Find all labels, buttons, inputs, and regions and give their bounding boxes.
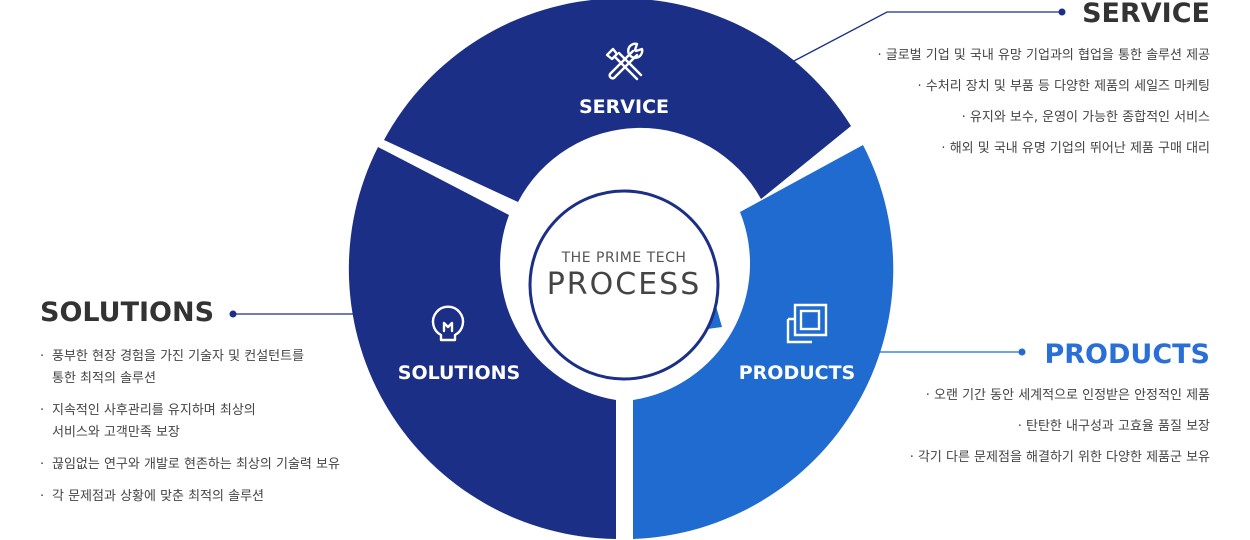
solutions-list: 풍부한 현장 경험을 가진 기술자 및 컨설턴트를 통한 최적의 솔루션 지속적… bbox=[40, 346, 340, 518]
service-list-item: 유지와 보수, 운영이 가능한 종합적인 서비스 bbox=[878, 108, 1210, 128]
service-list-item: 글로벌 기업 및 국내 유망 기업과의 협업을 통한 솔루션 제공 bbox=[878, 46, 1210, 66]
service-connector-dot bbox=[1058, 8, 1066, 16]
service-list-item: 해외 및 국내 유명 기업의 뛰어난 제품 구매 대리 bbox=[878, 139, 1210, 159]
service-heading: SERVICE bbox=[1082, 0, 1210, 29]
service-segment[interactable] bbox=[384, 0, 851, 202]
products-segment[interactable] bbox=[633, 145, 894, 539]
lightbulb-icon bbox=[431, 305, 465, 342]
solutions-list-item: 각 문제점과 상황에 맞춘 최적의 솔루션 bbox=[40, 486, 340, 508]
service-segment-label: SERVICE bbox=[579, 96, 669, 118]
solutions-segment-label: SOLUTIONS bbox=[398, 362, 520, 384]
products-list: 오랜 기간 동안 세계적으로 인정받은 안정적인 제품 탄탄한 내구성과 고효율… bbox=[910, 386, 1210, 479]
solutions-heading: SOLUTIONS bbox=[40, 297, 215, 328]
solutions-list-item: 끊임없는 연구와 개발로 현존하는 최상의 기술력 보유 bbox=[40, 454, 340, 476]
solutions-connector-dot bbox=[229, 310, 237, 318]
center-inner-ring bbox=[528, 189, 720, 381]
solutions-list-item: 풍부한 현장 경험을 가진 기술자 및 컨설턴트를 통한 최적의 솔루션 bbox=[40, 346, 340, 390]
products-heading: PRODUCTS bbox=[1044, 339, 1210, 370]
products-list-item: 오랜 기간 동안 세계적으로 인정받은 안정적인 제품 bbox=[910, 386, 1210, 406]
products-connector-dot bbox=[1018, 348, 1026, 356]
products-segment-label: PRODUCTS bbox=[739, 362, 856, 384]
products-list-item: 탄탄한 내구성과 고효율 품질 보장 bbox=[910, 417, 1210, 437]
service-list: 글로벌 기업 및 국내 유망 기업과의 협업을 통한 솔루션 제공 수처리 장치… bbox=[878, 46, 1210, 170]
center-subtitle: THE PRIME TECH bbox=[561, 250, 687, 266]
center-title: PROCESS bbox=[547, 267, 702, 302]
solutions-list-item: 지속적인 사후관리를 유지하며 최상의 서비스와 고객만족 보장 bbox=[40, 400, 340, 444]
solutions-segment[interactable] bbox=[348, 147, 616, 539]
tools-icon bbox=[605, 42, 644, 81]
products-list-item: 각기 다른 문제점을 해결하기 위한 다양한 제품군 보유 bbox=[910, 448, 1210, 468]
service-list-item: 수처리 장치 및 부품 등 다양한 제품의 세일즈 마케팅 bbox=[878, 77, 1210, 97]
service-connector-line bbox=[791, 11, 1062, 63]
product-box-icon bbox=[786, 303, 828, 344]
